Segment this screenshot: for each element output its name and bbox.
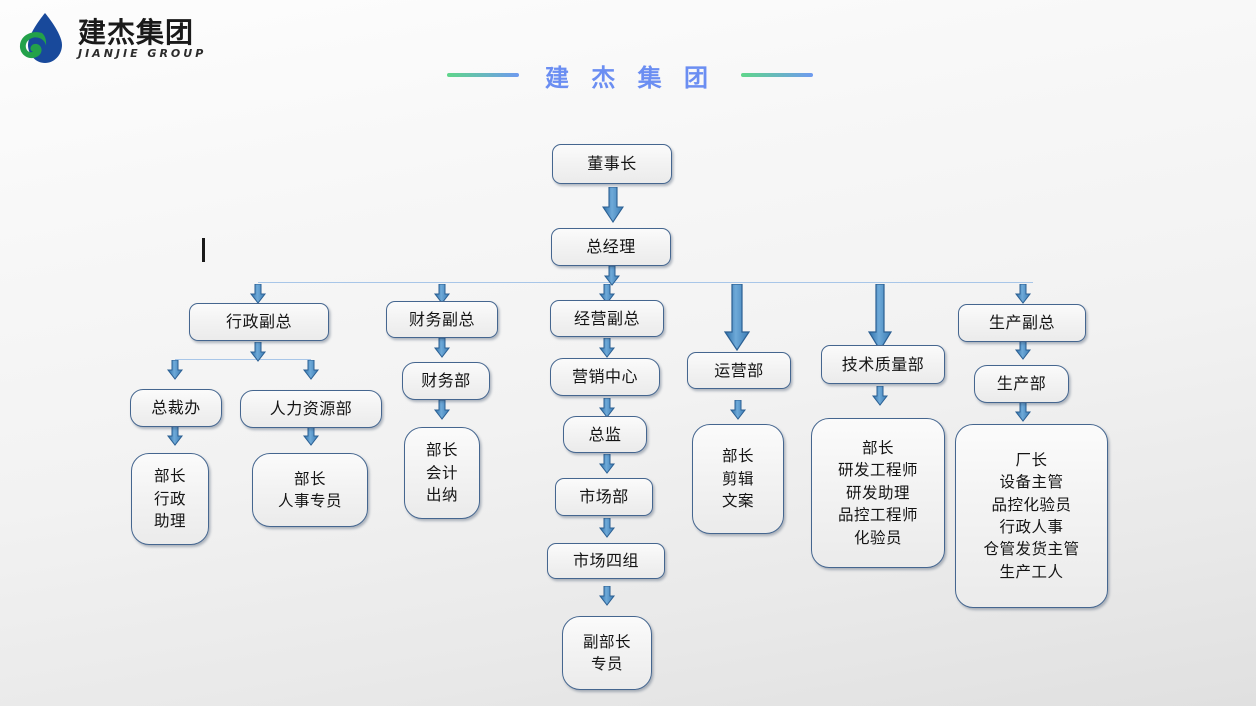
- node-market-group-four[interactable]: 市场四组: [547, 543, 665, 579]
- arrow-subline-to-hr: [302, 360, 320, 380]
- node-vp-business[interactable]: 经营副总: [550, 300, 664, 337]
- arrow-vp-production-to-production-dept: [1014, 340, 1032, 360]
- node-tech-quality-roles[interactable]: 部长 研发工程师 研发助理 品控工程师 化验员: [811, 418, 945, 568]
- arrow-tech-quality-to-roles: [871, 386, 889, 406]
- node-vp-admin[interactable]: 行政副总: [189, 303, 329, 341]
- arrow-director-to-market-dept: [598, 454, 616, 474]
- arrow-trunk-to-vp-finance: [433, 284, 451, 304]
- arrow-production-dept-to-roles: [1014, 402, 1032, 422]
- node-general-manager[interactable]: 总经理: [551, 228, 671, 266]
- node-production-department[interactable]: 生产部: [974, 365, 1069, 403]
- arrow-vp-admin-to-subline: [249, 342, 267, 362]
- node-operations-roles[interactable]: 部长 剪辑 文案: [692, 424, 784, 534]
- arrow-trunk-to-tech-quality: [866, 284, 894, 352]
- node-vp-production[interactable]: 生产副总: [958, 304, 1086, 342]
- page-title: 建 杰 集 团: [544, 63, 716, 92]
- arrow-trunk-to-operations: [723, 284, 751, 352]
- arrow-trunk-to-vp-admin: [249, 284, 267, 304]
- node-hr-department[interactable]: 人力资源部: [240, 390, 382, 428]
- logo-name-en: JIANJIE GROUP: [78, 46, 207, 60]
- node-finance-department[interactable]: 财务部: [402, 362, 490, 400]
- node-market-department[interactable]: 市场部: [555, 478, 653, 516]
- arrow-presidents-office-to-roles: [166, 426, 184, 446]
- node-chairman[interactable]: 董事长: [552, 144, 672, 184]
- arrow-chairman-to-gm: [602, 187, 624, 223]
- node-vp-finance[interactable]: 财务副总: [386, 301, 498, 338]
- node-production-roles[interactable]: 厂长 设备主管 品控化验员 行政人事 仓管发货主管 生产工人: [955, 424, 1108, 608]
- logo-wordmark: 建杰集团 JIANJIE GROUP: [78, 18, 206, 59]
- arrow-vp-finance-to-finance-dept: [433, 338, 451, 358]
- title-rule-left-icon: [446, 73, 519, 77]
- node-presidents-office[interactable]: 总裁办: [130, 389, 222, 427]
- page-title-row: 建 杰 集 团: [440, 58, 820, 92]
- arrow-marketing-center-to-director: [598, 398, 616, 418]
- admin-subbranch-connector-line: [175, 359, 311, 360]
- water-drop-logo-icon: [12, 9, 72, 69]
- arrow-gm-to-trunk: [603, 266, 621, 286]
- node-market-roles[interactable]: 副部长 专员: [562, 616, 652, 690]
- arrow-market-dept-to-group-four: [598, 518, 616, 538]
- node-marketing-center[interactable]: 营销中心: [550, 358, 660, 396]
- arrow-finance-dept-to-roles: [433, 400, 451, 420]
- node-operations-department[interactable]: 运营部: [687, 352, 791, 389]
- trunk-connector-line: [258, 282, 1033, 283]
- arrow-trunk-to-vp-production: [1014, 284, 1032, 304]
- node-finance-roles[interactable]: 部长 会计 出纳: [404, 427, 480, 519]
- arrow-operations-to-roles: [729, 400, 747, 420]
- title-rule-right-icon: [741, 73, 814, 77]
- arrow-group-four-to-roles: [598, 586, 616, 606]
- arrow-vp-business-to-marketing-center: [598, 338, 616, 358]
- logo-name-cn: 建杰集团: [78, 16, 195, 50]
- text-cursor-artifact: [202, 238, 205, 262]
- arrow-hr-to-roles: [302, 426, 320, 446]
- node-hr-roles[interactable]: 部长 人事专员: [252, 453, 368, 527]
- node-presidents-office-roles[interactable]: 部长 行政 助理: [131, 453, 209, 545]
- arrow-trunk-to-vp-business: [598, 284, 616, 304]
- company-logo: 建杰集团 JIANJIE GROUP: [12, 8, 272, 70]
- node-tech-quality-department[interactable]: 技术质量部: [821, 345, 945, 384]
- node-director[interactable]: 总监: [563, 416, 647, 453]
- arrow-subline-to-presidents-office: [166, 360, 184, 380]
